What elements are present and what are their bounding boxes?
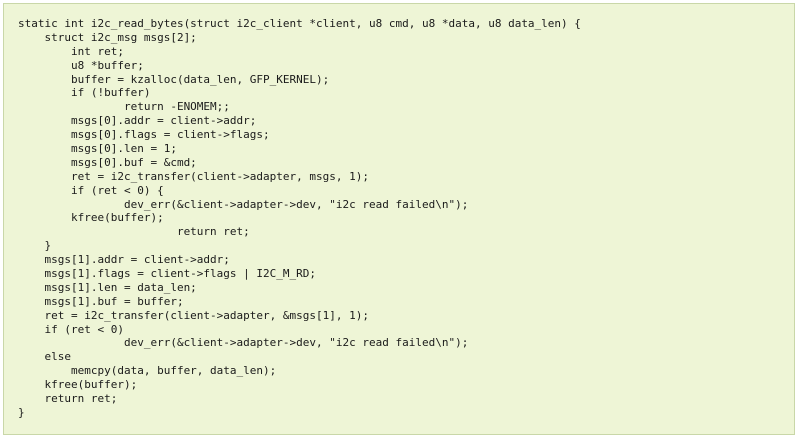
code-line: msgs[0].buf = &cmd; (18, 155, 197, 169)
code-line: dev_err(&client->adapter->dev, "i2c read… (18, 197, 469, 211)
code-line: msgs[0].addr = client->addr; (18, 114, 257, 128)
code-block: static int i2c_read_bytes(struct i2c_cli… (3, 3, 795, 435)
code-line: msgs[0].flags = client->flags; (18, 128, 270, 142)
code-line: msgs[1].len = data_len; (18, 280, 197, 294)
code-line: ret = i2c_transfer(client->adapter, &msg… (18, 308, 369, 322)
code-line: memcpy(data, buffer, data_len); (18, 364, 277, 378)
code-line: msgs[1].buf = buffer; (18, 294, 184, 308)
code-line: return -ENOMEM;; (18, 100, 230, 114)
code-line: dev_err(&client->adapter->dev, "i2c read… (18, 336, 469, 350)
code-line: return ret; (18, 392, 118, 406)
code-lines: static int i2c_read_bytes(struct i2c_cli… (18, 17, 581, 420)
code-line: msgs[1].flags = client->flags | I2C_M_RD… (18, 267, 317, 281)
code-line: buffer = kzalloc(data_len, GFP_KERNEL); (18, 72, 330, 86)
code-line: struct i2c_msg msgs[2]; (18, 30, 197, 44)
code-line: u8 *buffer; (18, 58, 144, 72)
code-line: else (18, 350, 71, 364)
code-line: int ret; (18, 44, 124, 58)
code-line: if (ret < 0) { (18, 183, 164, 197)
code-line: msgs[1].addr = client->addr; (18, 253, 230, 267)
code-line: if (!buffer) (18, 86, 151, 100)
code-line: if (ret < 0) (18, 322, 124, 336)
code-line: } (18, 239, 52, 253)
code-line: ret = i2c_transfer(client->adapter, msgs… (18, 169, 369, 183)
code-line: kfree(buffer); (18, 378, 138, 392)
code-line: } (18, 405, 25, 419)
code-line: return ret; (18, 225, 250, 239)
code-line: static int i2c_read_bytes(struct i2c_cli… (18, 17, 581, 30)
code-line: kfree(buffer); (18, 211, 164, 225)
code-line: msgs[0].len = 1; (18, 142, 177, 156)
